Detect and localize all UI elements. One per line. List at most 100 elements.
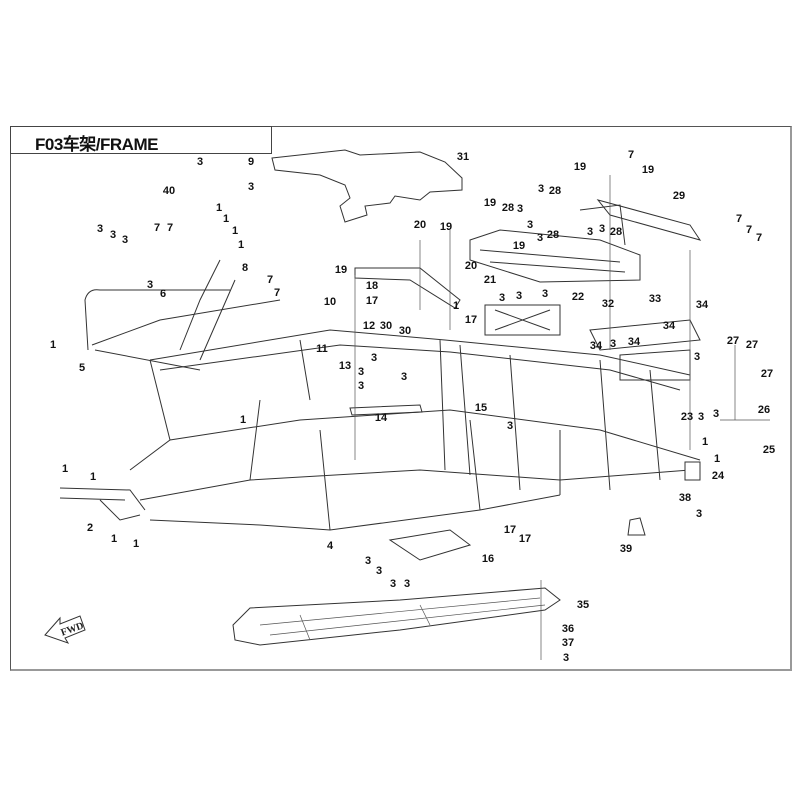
callout-2: 2 <box>87 522 93 534</box>
callout-1: 1 <box>238 239 244 251</box>
callout-3: 3 <box>197 156 203 168</box>
callout-1: 1 <box>62 463 68 475</box>
callout-3: 3 <box>538 183 544 195</box>
callout-1: 1 <box>216 202 222 214</box>
callout-8: 8 <box>242 262 248 274</box>
callout-36: 36 <box>562 623 574 635</box>
callout-13: 13 <box>339 360 351 372</box>
callout-19: 19 <box>484 197 496 209</box>
callout-5: 5 <box>79 362 85 374</box>
callout-11: 11 <box>316 343 328 355</box>
callout-17: 17 <box>519 533 531 545</box>
mount-24-part <box>684 461 701 481</box>
callout-27: 27 <box>727 335 739 347</box>
callout-3: 3 <box>713 408 719 420</box>
callout-38: 38 <box>679 492 691 504</box>
bracket-39-part <box>627 517 646 536</box>
callout-3: 3 <box>404 578 410 590</box>
upper-tube-part <box>596 199 702 241</box>
callout-34: 34 <box>590 340 603 352</box>
callout-7: 7 <box>274 287 280 299</box>
lower-frame-part <box>129 359 701 531</box>
callout-3: 3 <box>499 292 505 304</box>
callout-3: 3 <box>587 226 593 238</box>
callout-3: 3 <box>698 411 704 423</box>
callout-3: 3 <box>563 652 569 664</box>
callout-7: 7 <box>736 213 742 225</box>
callout-3: 3 <box>527 219 533 231</box>
skid-plate-part <box>232 587 561 646</box>
callout-31: 31 <box>457 151 469 163</box>
callout-21: 21 <box>484 274 496 286</box>
callout-4: 4 <box>327 540 334 552</box>
callout-28: 28 <box>502 202 514 214</box>
callout-7: 7 <box>267 274 273 286</box>
callout-23: 23 <box>681 411 693 423</box>
callout-25: 25 <box>763 444 775 456</box>
callout-3: 3 <box>537 232 543 244</box>
callout-3: 3 <box>358 366 364 378</box>
callout-29: 29 <box>673 190 685 202</box>
callout-19: 19 <box>440 221 452 233</box>
callout-1: 1 <box>232 225 238 237</box>
callout-3: 3 <box>599 223 605 235</box>
callout-3: 3 <box>507 420 513 432</box>
callout-37: 37 <box>562 637 574 649</box>
callout-40: 40 <box>163 185 175 197</box>
callout-18: 18 <box>366 280 378 292</box>
callout-3: 3 <box>110 229 116 241</box>
callout-3: 3 <box>122 234 128 246</box>
callout-34: 34 <box>696 299 709 311</box>
callout-33: 33 <box>649 293 661 305</box>
callout-19: 19 <box>574 161 586 173</box>
callout-3: 3 <box>365 555 371 567</box>
callout-28: 28 <box>610 226 622 238</box>
callout-1: 1 <box>90 471 96 483</box>
callout-20: 20 <box>465 260 477 272</box>
callout-7: 7 <box>746 224 752 236</box>
callout-3: 3 <box>371 352 377 364</box>
callout-27: 27 <box>761 368 773 380</box>
callout-12: 12 <box>363 320 375 332</box>
callout-1: 1 <box>111 533 117 545</box>
callout-32: 32 <box>602 298 614 310</box>
callout-1: 1 <box>714 453 720 465</box>
page-title: F03车架/FRAME <box>35 135 158 154</box>
callout-3: 3 <box>248 181 254 193</box>
callout-26: 26 <box>758 404 770 416</box>
callout-9: 9 <box>248 156 254 168</box>
callout-34: 34 <box>663 320 676 332</box>
callout-24: 24 <box>712 470 725 482</box>
callout-15: 15 <box>475 402 487 414</box>
callout-34: 34 <box>628 336 641 348</box>
mount-plate-part <box>484 304 561 336</box>
skid-plate-ribs <box>259 597 546 641</box>
step-plate-part <box>349 404 472 561</box>
callout-3: 3 <box>147 279 153 291</box>
callout-19: 19 <box>642 164 654 176</box>
fastener-leader-lines <box>354 175 770 660</box>
callout-35: 35 <box>577 599 589 611</box>
callout-22: 22 <box>572 291 584 303</box>
callout-3: 3 <box>517 203 523 215</box>
callout-30: 30 <box>399 325 411 337</box>
callout-7: 7 <box>756 232 762 244</box>
callout-7: 7 <box>154 222 160 234</box>
front-bracket-part <box>59 487 146 521</box>
callout-1: 1 <box>702 436 708 448</box>
callout-3: 3 <box>376 565 382 577</box>
callout-19: 19 <box>335 264 347 276</box>
callout-3: 3 <box>516 290 522 302</box>
callout-1: 1 <box>223 213 229 225</box>
diagram-border <box>10 126 792 671</box>
callout-3: 3 <box>610 338 616 350</box>
callout-14: 14 <box>375 412 388 424</box>
callout-3: 3 <box>97 223 103 235</box>
callout-19: 19 <box>513 240 525 252</box>
callout-3: 3 <box>696 508 702 520</box>
front-bumper-part <box>84 289 281 371</box>
callout-3: 3 <box>694 351 700 363</box>
callout-1: 1 <box>240 414 246 426</box>
